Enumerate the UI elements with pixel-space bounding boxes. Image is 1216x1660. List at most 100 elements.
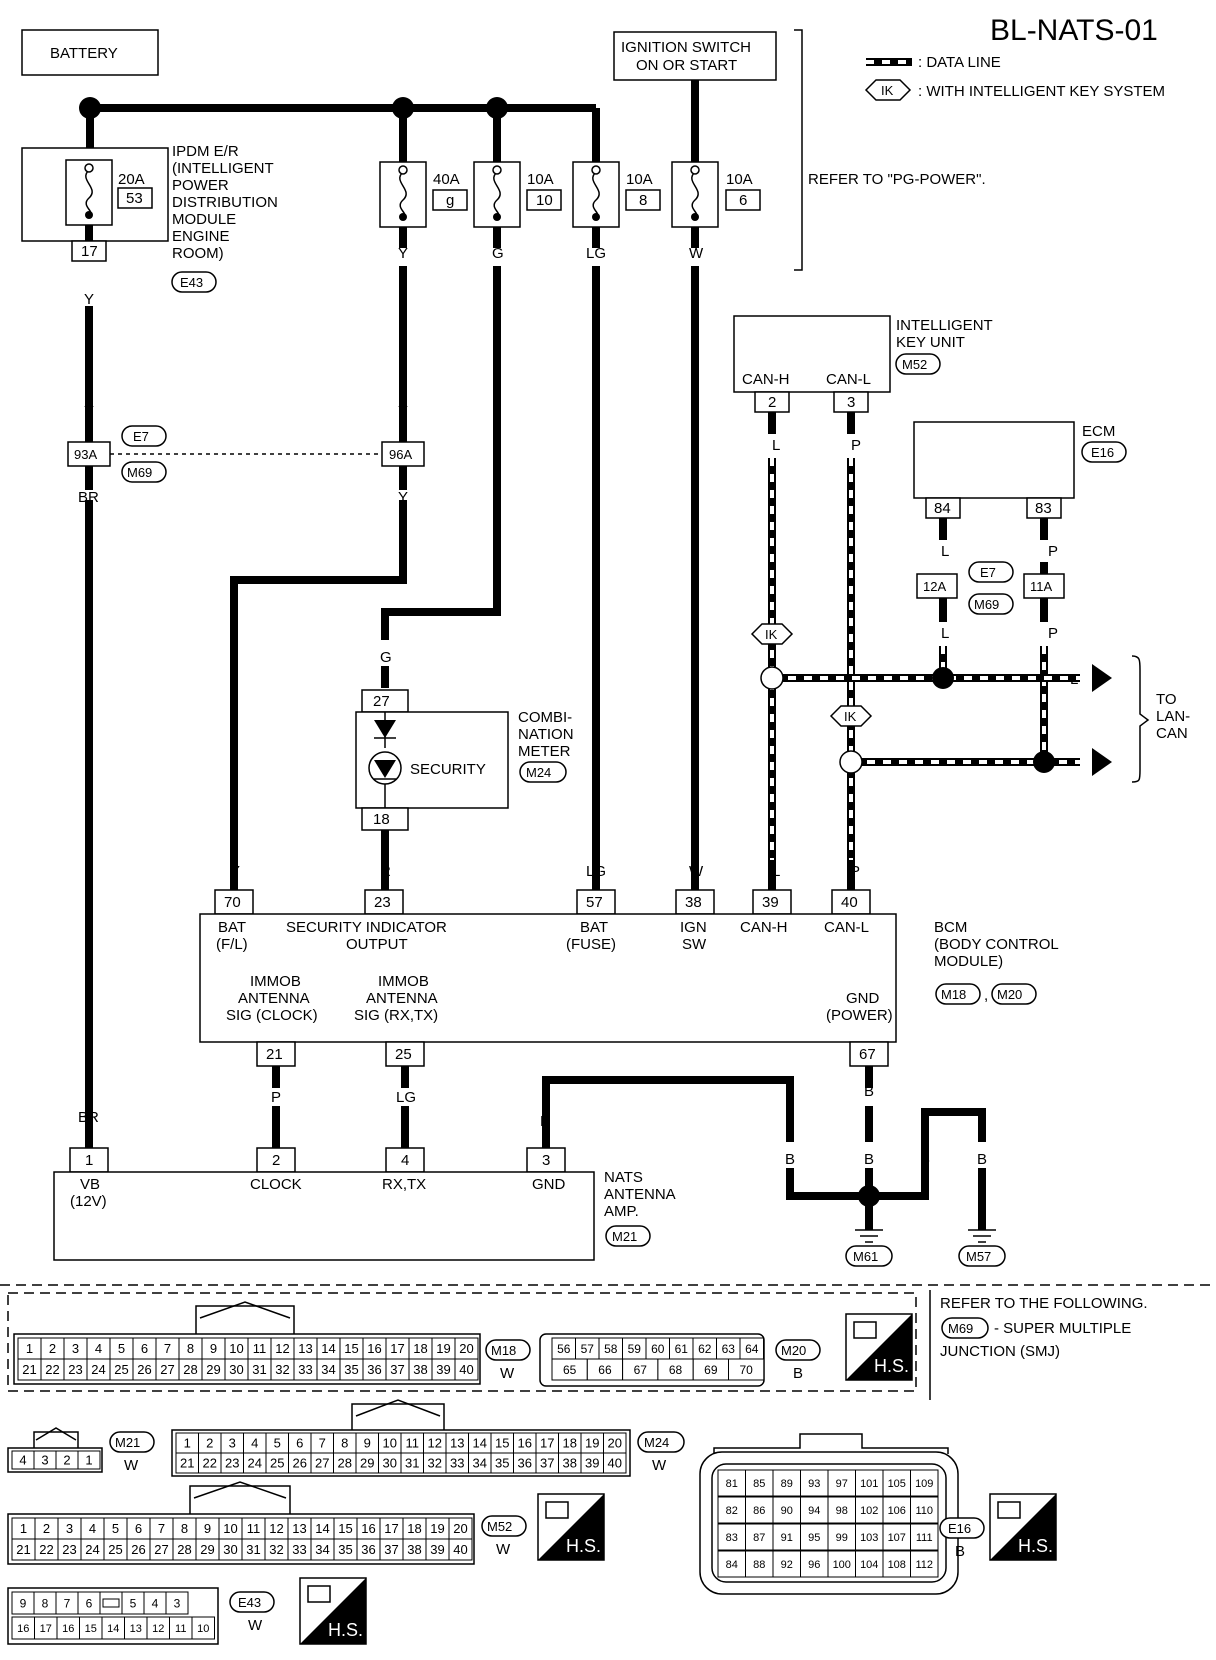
connector-pin: 5 [112,1521,119,1536]
connector-pin: 39 [430,1542,444,1557]
connector-pin: 36 [518,1456,532,1471]
refer-following-1: REFER TO THE FOLLOWING. [940,1295,1148,1312]
svg-text:BR: BR [78,489,99,506]
bcm-connector-m18: M18 [941,987,966,1002]
svg-text:E16: E16 [948,1521,971,1536]
svg-text:SIG (CLOCK): SIG (CLOCK) [226,1007,318,1024]
bcm-bottom-labels: IMMOB ANTENNA SIG (CLOCK) IMMOB ANTENNA … [226,973,893,1024]
connector-pin: 62 [698,1342,712,1356]
connector-pin: 7 [319,1436,326,1451]
connector-pin: 1 [20,1521,27,1536]
connector-pin: 26 [131,1542,145,1557]
bcm-top-labels: BAT (F/L) SECURITY INDICATOR OUTPUT BAT … [216,919,869,953]
connector-pin: 5 [118,1341,125,1356]
connector-pin: 40 [453,1542,467,1557]
fuse-wire-w: W [689,245,704,262]
connector-pin: 15 [344,1341,358,1356]
connector-pin: 16 [367,1341,381,1356]
connector-pin: 96 [808,1559,820,1571]
svg-text:B: B [955,1543,965,1560]
svg-text:W: W [124,1457,139,1474]
connector-pin: 95 [808,1532,820,1544]
connector-pin: 64 [745,1342,759,1356]
connector-pin: 99 [836,1532,848,1544]
connector-pin: 27 [160,1362,174,1377]
nats-pin-labels: VB (12V) CLOCK RX,TX GND [70,1176,566,1210]
connector-pin: 17 [40,1623,52,1635]
ecm-box [913,421,1075,499]
bcm-label: BCM (BODY CONTROL MODULE) [934,919,1059,970]
connector-pin: 92 [781,1559,793,1571]
connector-pin: 10 [197,1623,209,1635]
svg-text:39: 39 [762,894,779,911]
svg-text:M52: M52 [487,1519,512,1534]
connector-pin: 2 [43,1521,50,1536]
connector-pin: 8 [341,1436,348,1451]
refer-following-3: JUNCTION (SMJ) [940,1343,1060,1360]
connector-pin: 2 [206,1436,213,1451]
nats-connector: M21 [612,1229,637,1244]
svg-text:Y: Y [398,489,408,506]
ikey-pin-l: 3 [847,394,855,411]
connector-pin: 21 [180,1456,194,1471]
connector-pin: 59 [628,1342,642,1356]
svg-text:3: 3 [542,1152,550,1169]
connector-pin: 6 [86,1596,93,1610]
svg-text:10A: 10A [527,171,554,188]
connector-pin: 89 [781,1478,793,1490]
svg-text:SECURITY INDICATOR: SECURITY INDICATOR [286,919,447,936]
connector-pin: 97 [836,1478,848,1490]
svg-text:8: 8 [639,192,647,209]
connector-pin: 9 [20,1596,27,1610]
svg-text:CLOCK: CLOCK [250,1176,302,1193]
connector-pin: 13 [450,1436,464,1451]
svg-text:11A: 11A [1030,579,1052,594]
refer-following-2: - SUPER MULTIPLE [994,1320,1131,1337]
svg-text:P: P [1048,543,1058,560]
connector-pin: 98 [836,1505,848,1517]
svg-text:W: W [248,1617,263,1634]
connector-pin: 18 [407,1521,421,1536]
connector-pin: 4 [251,1436,258,1451]
connector-pin: 111 [916,1532,933,1544]
connector-pin: 4 [95,1341,102,1356]
svg-text:1: 1 [85,1152,93,1169]
svg-text:E7: E7 [133,429,149,444]
connector-pin: 13 [130,1623,142,1635]
connector-pin: 12 [152,1623,164,1635]
ipdm-fuse-amp: 20A [118,171,145,188]
connector-pin: 112 [915,1559,933,1571]
connector-pin: 83 [726,1532,738,1544]
svg-text:38: 38 [685,894,702,911]
svg-text:B: B [864,1151,874,1168]
legend-ik-text: : WITH INTELLIGENT KEY SYSTEM [918,83,1165,100]
svg-text:(F/L): (F/L) [216,936,248,953]
hs-badge-icon: H.S. [537,1493,605,1561]
connector-pin: 3 [72,1341,79,1356]
to-lan-3: CAN [1156,725,1188,742]
svg-text:BAT: BAT [580,919,608,936]
connector-pin: 20 [453,1521,467,1536]
svg-text:BCM: BCM [934,919,967,936]
fuse-10a-6: 10A 6 [671,161,761,228]
connector-pin: 12 [269,1521,283,1536]
svg-text:ANTENNA: ANTENNA [238,990,310,1007]
connector-pin: 82 [726,1505,738,1517]
to-lan-bracket [1131,655,1150,783]
connector-pin: 102 [860,1505,878,1517]
fuse-40a: 40A g [379,161,468,228]
hs-label: H.S. [1018,1536,1053,1556]
svg-text:DISTRIBUTION: DISTRIBUTION [172,194,278,211]
svg-text:METER: METER [518,743,571,760]
connector-pin: 104 [860,1559,878,1571]
hs-badge-icon: H.S. [989,1493,1057,1561]
connector-pin: 109 [915,1478,933,1490]
connector-pin: 28 [183,1362,197,1377]
connector-pin: 87 [753,1532,765,1544]
svg-text:NATION: NATION [518,726,574,743]
connector-pin: 35 [338,1542,352,1557]
connector-pin: 25 [108,1542,122,1557]
connector-pin: 18 [413,1341,427,1356]
connector-pin: 93 [808,1478,820,1490]
ipdm-connector: E43 [180,275,203,290]
